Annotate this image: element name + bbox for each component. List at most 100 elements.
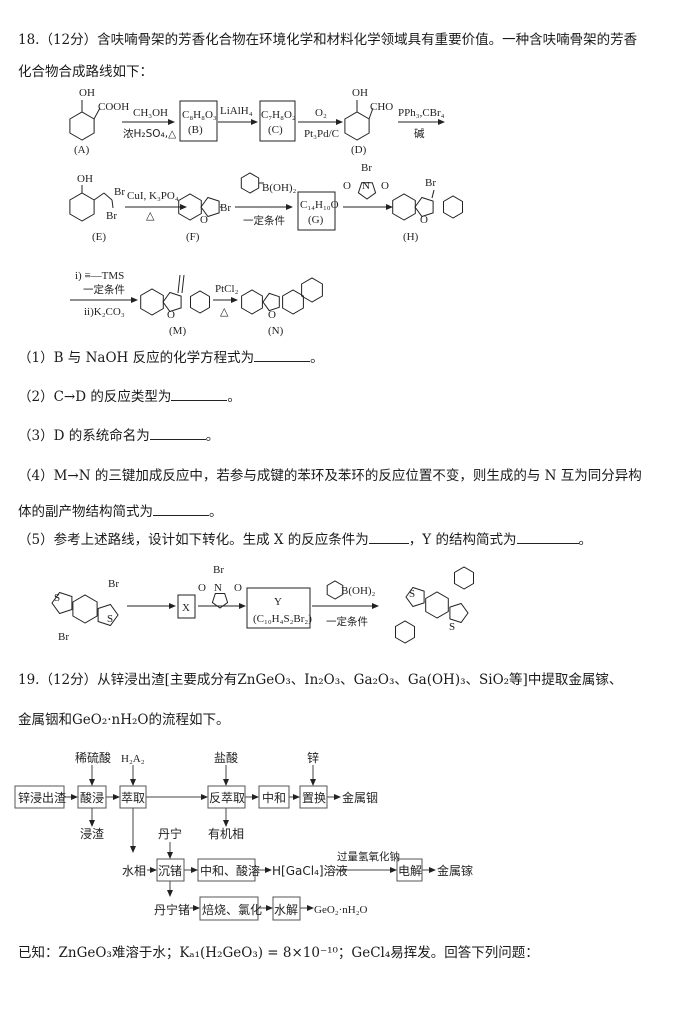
answer-blank	[149, 427, 206, 440]
box-X	[177, 594, 196, 619]
reagent: △	[220, 306, 229, 318]
D-oh: OH	[352, 87, 368, 99]
flow-label: 水相	[122, 864, 146, 878]
period: 。	[578, 532, 593, 548]
answer-blank	[254, 349, 311, 362]
label-E: (E)	[92, 231, 106, 243]
D-cho: CHO	[370, 101, 393, 113]
bond	[111, 199, 114, 209]
reagent: PtCl₂	[215, 283, 239, 295]
br: Br	[108, 578, 119, 590]
nbs-n: N	[214, 582, 222, 594]
benzene-ring	[69, 111, 95, 141]
flow-label: 锌浸出渣	[18, 791, 66, 805]
flow-label: 电解	[398, 864, 422, 878]
reagent: 一定条件	[83, 283, 125, 296]
five-ring	[449, 602, 469, 624]
reagent: CuI, K₃PO₄	[127, 190, 179, 202]
label-B: (B)	[188, 124, 203, 136]
box-G	[297, 191, 336, 231]
box-electrolysis	[396, 858, 423, 882]
nbs-o: O	[343, 180, 351, 192]
five-ring	[414, 196, 434, 218]
bond	[93, 192, 105, 201]
five-ring	[262, 292, 280, 312]
reagent: ii)K₂CO₃	[84, 306, 125, 318]
benzene-ring	[454, 566, 474, 590]
question-4-text: 体的副产物结构简式为	[18, 504, 153, 520]
box-zinc-residue	[14, 785, 65, 809]
flow-label: 浸渣	[80, 827, 104, 841]
benzene-ring	[241, 289, 263, 315]
synthesis-scheme: OH COOH (A) CH₃OH 浓H₂SO₄,△ C₈H₈O₃ (B) Li…	[74, 87, 445, 337]
nbs-o: O	[198, 582, 206, 594]
flowchart-labels: 锌浸出渣 酸浸 萃取 反萃取 中和 置换 金属铟 稀硫酸 H₂A₂ 盐酸 锌 浸…	[18, 750, 473, 917]
flow-label: 水解	[274, 903, 298, 917]
label-D: (D)	[351, 144, 367, 156]
box-neutralize-dissolve	[197, 858, 256, 882]
benzene-ring	[178, 193, 202, 221]
benzene-ring	[69, 192, 95, 222]
reagent: CH₃OH	[133, 107, 168, 119]
bond	[368, 107, 374, 120]
H-br: Br	[425, 177, 436, 189]
reagent: △	[146, 210, 155, 222]
box-replace	[299, 785, 328, 809]
benzene-ring	[140, 288, 164, 316]
flow-label: 金属镓	[437, 863, 473, 878]
question-3: （3）D 的系统命名为。	[18, 427, 219, 445]
benzene-ring	[344, 111, 370, 141]
atom-s: S	[409, 588, 415, 600]
bond	[431, 189, 435, 199]
atom-o: O	[268, 309, 276, 321]
box-ge-precipitate	[156, 858, 185, 882]
flow-label: 有机相	[208, 827, 244, 841]
reagent: B(OH)₂	[341, 585, 376, 597]
nbs-o: O	[381, 180, 389, 192]
box-neutralize	[258, 785, 290, 809]
five-ring	[211, 593, 229, 609]
F-br: Br	[220, 202, 231, 214]
process-flowchart	[14, 785, 423, 921]
A-cooh: COOH	[98, 101, 129, 113]
answer-blank	[368, 531, 409, 544]
question-1-text: （1）B 与 NaOH 反应的化学方程式为	[18, 350, 255, 366]
reagent: 一定条件	[326, 615, 368, 628]
C-formula: C₇H₈O₂	[261, 109, 296, 121]
flow-label: 丹宁	[158, 826, 182, 841]
answer-blank	[516, 531, 579, 544]
flow-label: 反萃取	[209, 791, 245, 805]
box-B	[179, 100, 218, 142]
answer-blank	[153, 503, 209, 516]
flow-label: 酸浸	[80, 790, 104, 805]
benzene-ring	[301, 277, 323, 303]
question-4-line1: （4）M→N 的三键加成反应中，若参与成键的苯环及苯环的反应位置不变，则生成的与…	[18, 468, 642, 484]
benzene-ring	[395, 620, 415, 644]
bond	[93, 107, 101, 120]
benzene-ring	[282, 289, 304, 315]
five-ring	[200, 196, 220, 218]
five-ring	[162, 291, 182, 313]
five-ring	[357, 182, 377, 200]
box-C	[259, 100, 296, 142]
box-extraction	[119, 785, 147, 809]
question-5-text-b: ，Y 的结构简式为	[408, 532, 517, 548]
label-F: (F)	[186, 231, 200, 243]
atom-s: S	[54, 592, 60, 604]
question-4-line2: 体的副产物结构简式为。	[18, 503, 223, 521]
label-G: (G)	[308, 214, 324, 226]
question-2: （2）C→D 的反应类型为。	[18, 388, 241, 406]
X-label: X	[182, 602, 190, 614]
reagent: 碱	[414, 128, 425, 140]
E-br: Br	[106, 210, 117, 222]
benzene-ring	[240, 172, 260, 194]
E-oh: OH	[77, 173, 93, 185]
question-5-text: （5）参考上述路线，设计如下转化。生成 X 的反应条件为	[18, 532, 369, 548]
reagent: B(OH)₂	[262, 182, 297, 194]
q19-intro-line1: 19.（12分）从锌浸出渣[主要成分有ZnGeO₃、In₂O₃、Ga₂O₃、Ga…	[18, 672, 623, 688]
flow-label: 焙烧、氯化	[202, 902, 262, 917]
Y-label: Y	[274, 596, 282, 608]
benzene-ring	[72, 594, 98, 624]
five-ring	[97, 603, 119, 627]
